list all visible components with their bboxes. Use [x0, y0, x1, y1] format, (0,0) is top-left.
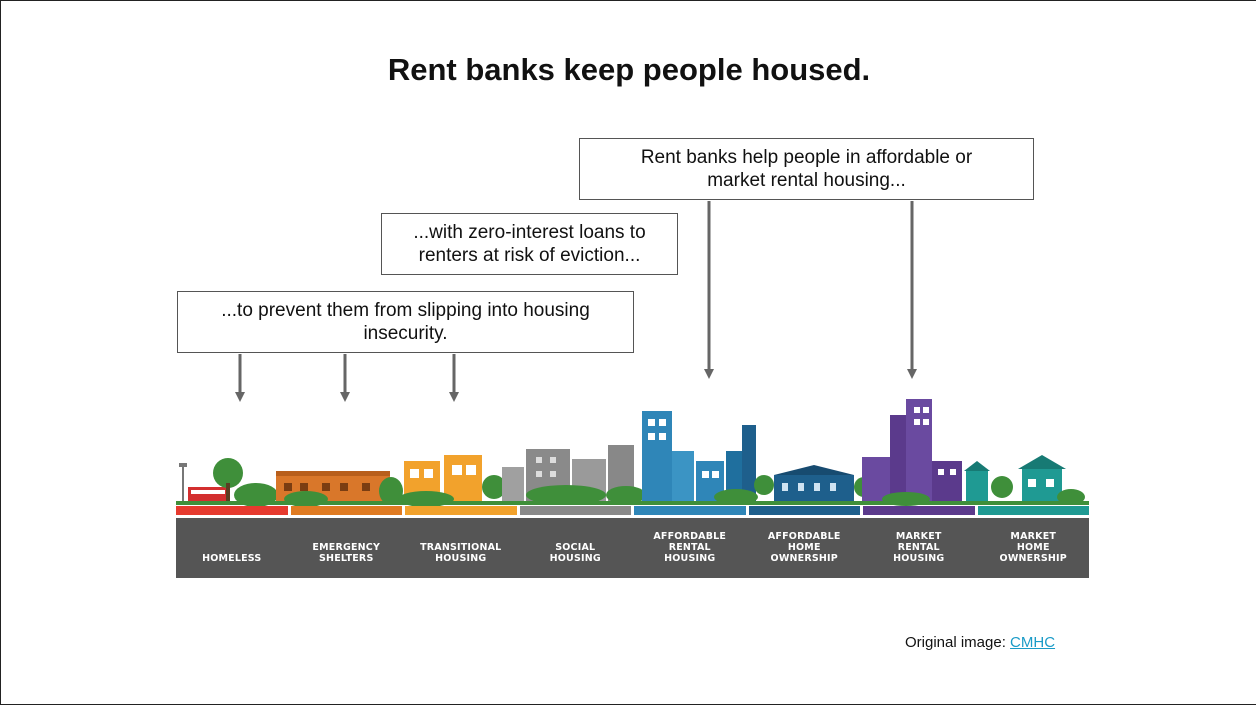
cityscape-illustration — [176, 399, 1089, 507]
social-housing-scene — [502, 445, 646, 505]
continuum-label-line: RENTAL — [668, 542, 711, 553]
credit-link-cmhc[interactable]: CMHC — [1010, 634, 1056, 651]
continuum-label-line: EMERGENCY — [312, 542, 381, 553]
continuum-label-line: TRANSITIONAL — [420, 542, 502, 553]
continuum-label-line: AFFORDABLE — [767, 531, 841, 542]
market-ownership-scene — [964, 455, 1085, 505]
continuum-label-line: HOUSING — [893, 553, 945, 564]
affordable-rental-scene — [642, 411, 774, 505]
image-credit: Original image: CMHC — [905, 634, 1055, 651]
band-segment — [405, 506, 517, 515]
market-rental-scene — [862, 399, 962, 506]
continuum-label-bar — [176, 518, 1089, 578]
continuum-label-line: HOUSING — [435, 553, 487, 564]
ground-strip — [176, 501, 1089, 505]
band-segment — [176, 506, 288, 515]
continuum-label-line: HOUSING — [664, 553, 716, 564]
callout-market-rental-line2: market rental housing... — [707, 170, 906, 191]
continuum-label-line: RENTAL — [897, 542, 940, 553]
callout-loans-line1: ...with zero-interest loans to — [413, 222, 646, 243]
callout-prevent-insecurity: ...to prevent them from slipping into ho… — [177, 291, 634, 353]
continuum-label: HOMELESS — [176, 553, 288, 564]
continuum-label-line: OWNERSHIP — [770, 553, 838, 564]
band-segment — [290, 506, 402, 515]
continuum-label-line: OWNERSHIP — [999, 553, 1067, 564]
band-segment — [748, 506, 860, 515]
continuum-color-bands — [176, 506, 1089, 515]
continuum-label-line: AFFORDABLE — [653, 531, 727, 542]
credit-prefix: Original image: — [905, 634, 1011, 651]
band-segment — [977, 506, 1089, 515]
band-segment — [634, 506, 746, 515]
callout-loans-line2: renters at risk of eviction... — [418, 245, 641, 266]
callout-zero-interest-loans: ...with zero-interest loans to renters a… — [381, 213, 678, 275]
callout-market-rental: Rent banks help people in affordable or … — [579, 138, 1034, 200]
continuum-label-line: HOME — [1016, 542, 1050, 553]
continuum-label-line: HOME — [787, 542, 821, 553]
slide-title: Rent banks keep people housed. — [387, 52, 871, 87]
continuum-label-line: SOCIAL — [555, 542, 596, 553]
homeless-scene — [179, 458, 278, 507]
band-segment — [519, 506, 631, 515]
callout-market-rental-line1: Rent banks help people in affordable or — [640, 147, 973, 168]
continuum-label-line: HOUSING — [549, 553, 601, 564]
band-segment — [863, 506, 975, 515]
callout-prevent-line2: insecurity. — [363, 323, 448, 344]
continuum-label-line: MARKET — [1010, 531, 1057, 542]
continuum-label-line: MARKET — [895, 531, 942, 542]
transitional-housing-scene — [398, 455, 506, 507]
affordable-ownership-scene — [774, 465, 874, 503]
continuum-label-line: SHELTERS — [319, 553, 374, 564]
callout-prevent-line1: ...to prevent them from slipping into ho… — [221, 300, 590, 321]
continuum-label-line: HOMELESS — [202, 553, 262, 564]
